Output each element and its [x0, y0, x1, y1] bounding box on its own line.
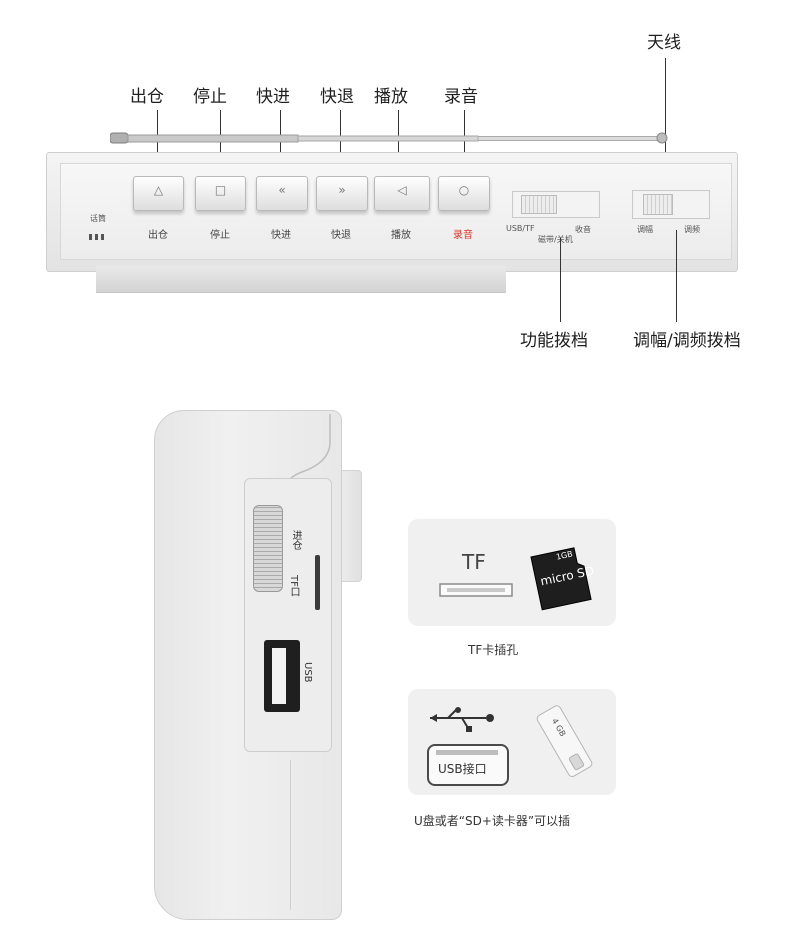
stop-key[interactable]: □ — [195, 176, 246, 211]
band-am-label: 调幅 — [637, 225, 653, 234]
rewind-key[interactable]: » — [316, 176, 368, 211]
key-label-play: 播放 — [391, 230, 411, 241]
leader-eject — [157, 110, 158, 176]
tf-slot-label: TF — [462, 550, 486, 574]
key-label-stop: 停止 — [210, 230, 230, 241]
side-usb-label: USB — [302, 662, 313, 683]
callout-rewind: 快退 — [320, 87, 354, 107]
antenna-rod-icon — [109, 132, 668, 144]
function-radio-label: 收音 — [575, 225, 591, 234]
key-label-rewind: 快退 — [331, 230, 351, 241]
band-switch[interactable] — [632, 190, 710, 219]
function-switch-knob[interactable] — [521, 195, 557, 214]
usb-caption: U盘或者“SD+读卡器”可以插 — [414, 814, 571, 828]
function-usb-tf-label: USB/TF — [506, 224, 535, 233]
leader-play — [398, 110, 399, 176]
function-tape-off-label: 磁带/关机 — [538, 235, 573, 244]
micro-sd-card-icon — [522, 543, 602, 613]
radio-front-edge — [96, 266, 506, 293]
side-bottom-edge — [290, 760, 331, 910]
usb-symbol-icon — [428, 706, 498, 734]
leader-record — [464, 110, 465, 176]
tf-card-slot[interactable] — [315, 555, 320, 610]
antenna — [109, 130, 670, 144]
fast-forward-icon: « — [278, 183, 286, 197]
key-label-record: 录音 — [453, 230, 473, 241]
volume-wheel[interactable] — [253, 505, 283, 592]
callout-antenna: 天线 — [647, 33, 681, 53]
side-door-label: 进仓 — [290, 530, 301, 550]
leader-band-switch — [676, 230, 677, 322]
function-switch[interactable] — [512, 191, 600, 218]
leader-stop — [220, 110, 221, 176]
usb-flash-drive-icon — [530, 700, 600, 784]
record-key[interactable]: ○ — [438, 176, 490, 211]
key-label-eject: 出仓 — [148, 230, 168, 241]
usb-port-label: USB接口 — [438, 762, 487, 776]
band-fm-label: 调频 — [684, 225, 700, 234]
leader-antenna — [665, 58, 666, 168]
tf-slot-graphic — [439, 582, 513, 597]
usb-port-tongue — [272, 648, 286, 704]
callout-stop: 停止 — [193, 87, 227, 107]
fast-forward-key[interactable]: « — [256, 176, 308, 211]
eject-key[interactable]: △ — [133, 176, 184, 211]
leader-function-switch — [560, 238, 561, 322]
tf-caption: TF卡插孔 — [468, 643, 519, 657]
usb-port-graphic-top — [436, 750, 498, 755]
leader-fast-forward — [280, 110, 281, 176]
play-key[interactable]: ◁ — [374, 176, 430, 211]
play-icon: ◁ — [397, 183, 407, 197]
leader-rewind — [340, 110, 341, 176]
callout-play: 播放 — [374, 87, 408, 107]
callout-record: 录音 — [444, 87, 478, 107]
mic-holes — [89, 225, 109, 240]
mic-label: 话筒 — [90, 214, 106, 223]
key-label-fast-forward: 快进 — [271, 230, 291, 241]
rewind-icon: » — [338, 183, 346, 197]
eject-icon: △ — [153, 183, 164, 197]
callout-eject: 出仓 — [130, 87, 164, 107]
stop-icon: □ — [214, 183, 227, 197]
record-icon: ○ — [458, 183, 470, 197]
callout-function-switch: 功能拨档 — [520, 331, 588, 351]
callout-band-switch: 调幅/调频拨档 — [633, 331, 741, 351]
side-tf-label: TF口 — [288, 575, 299, 597]
band-switch-knob[interactable] — [643, 194, 673, 215]
callout-fast-forward: 快进 — [256, 87, 290, 107]
